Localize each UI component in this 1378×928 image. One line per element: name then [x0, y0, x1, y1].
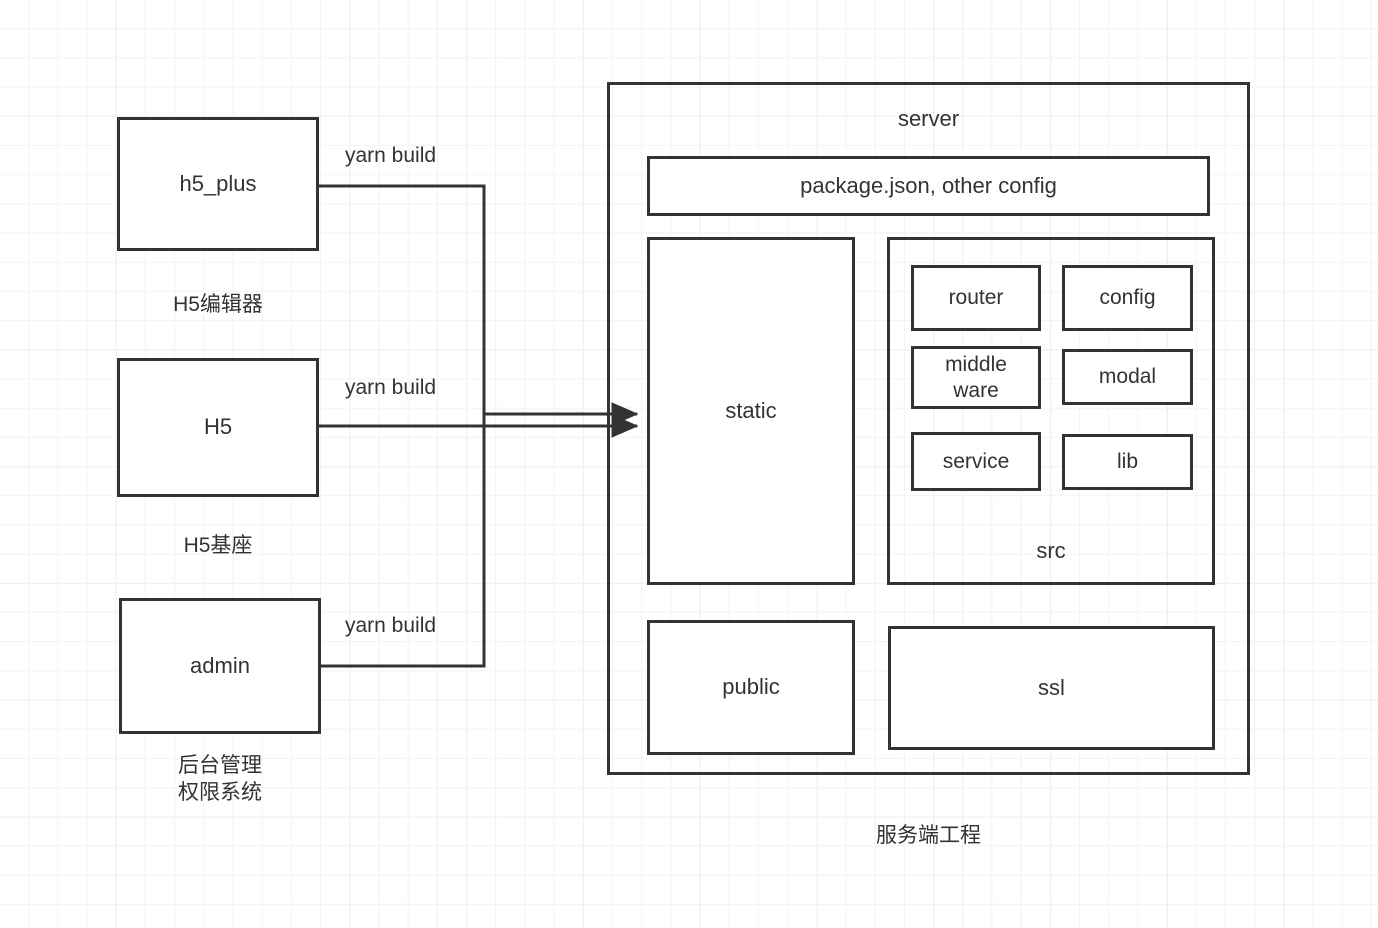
node-middleware-label: middle ware	[945, 352, 1007, 402]
node-service-label: service	[942, 449, 1010, 473]
node-modal[interactable]: modal	[1062, 349, 1193, 405]
caption-h5: H5基座	[183, 534, 253, 557]
node-package-config-label: package.json, other config	[800, 172, 1057, 198]
node-service[interactable]: service	[911, 432, 1041, 491]
node-src-label: src	[1036, 538, 1066, 564]
node-h5-plus[interactable]: h5_plus	[117, 117, 319, 251]
node-router[interactable]: router	[911, 265, 1041, 331]
node-h5-plus-label: h5_plus	[179, 170, 257, 196]
node-ssl-label: ssl	[1038, 674, 1065, 700]
edge-label-admin: yarn build	[345, 614, 437, 637]
node-h5[interactable]: H5	[117, 358, 319, 497]
caption-server: 服务端工程	[876, 824, 981, 847]
node-server-label: server	[897, 106, 960, 131]
caption-h5-plus: H5编辑器	[173, 293, 263, 316]
node-admin-label: admin	[190, 652, 250, 678]
edge-label-h5plus: yarn build	[345, 144, 437, 167]
node-middleware[interactable]: middle ware	[911, 346, 1041, 409]
node-admin[interactable]: admin	[119, 598, 321, 734]
node-lib-label: lib	[1116, 450, 1138, 474]
node-config-label: config	[1099, 286, 1156, 310]
node-router-label: router	[948, 286, 1004, 310]
edge-label-h5: yarn build	[345, 376, 437, 399]
node-package-config[interactable]: package.json, other config	[647, 156, 1210, 216]
node-public-label: public	[722, 674, 780, 700]
node-ssl[interactable]: ssl	[888, 626, 1215, 750]
node-public[interactable]: public	[647, 620, 855, 755]
node-h5-label: H5	[203, 414, 233, 440]
node-static-label: static	[725, 397, 777, 423]
node-modal-label: modal	[1098, 365, 1157, 389]
node-config[interactable]: config	[1062, 265, 1193, 331]
node-server[interactable]: server	[607, 82, 1250, 775]
caption-admin: 后台管理 权限系统	[178, 754, 262, 804]
node-static[interactable]: static	[647, 237, 855, 585]
node-lib[interactable]: lib	[1062, 434, 1193, 490]
node-src[interactable]: src	[887, 237, 1215, 585]
